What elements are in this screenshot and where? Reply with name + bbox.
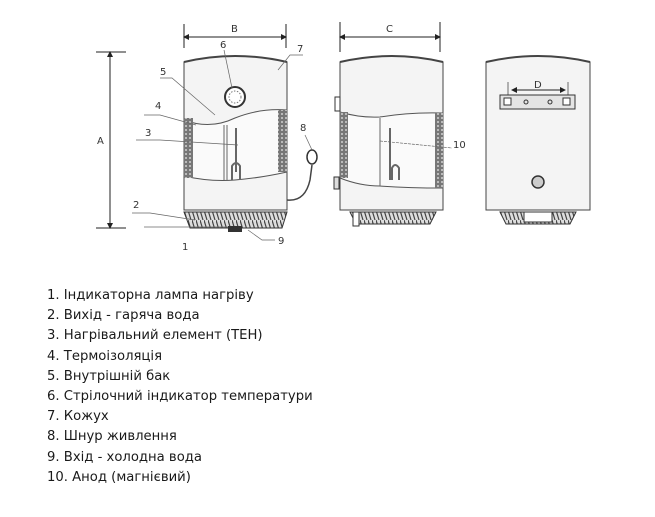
water-heater-diagram: A B 1 2 3 4 5 bbox=[96, 22, 591, 253]
callout-9: 9 bbox=[278, 236, 284, 247]
callout-8: 8 bbox=[300, 123, 306, 134]
dimension-b-label: B bbox=[231, 24, 238, 35]
callout-5: 5 bbox=[160, 67, 166, 78]
callout-2: 2 bbox=[133, 200, 139, 211]
legend-item: 1. Індикаторна лампа нагріву bbox=[47, 288, 254, 303]
dimension-c-label: C bbox=[386, 24, 393, 35]
legend-item: 3. Нагрівальний елемент (ТЕН) bbox=[47, 328, 263, 344]
legend-item: 2. Вихід - гаряча вода bbox=[47, 308, 200, 324]
callout-7: 7 bbox=[297, 44, 303, 55]
legend-item: 10. Анод (магнієвий) bbox=[47, 469, 191, 485]
legend-item: 7. Кожух bbox=[47, 409, 109, 425]
legend-item: 4. Термоізоляція bbox=[47, 348, 163, 364]
dimension-d-label: D bbox=[534, 80, 542, 91]
callout-1: 1 bbox=[182, 242, 188, 253]
parts-legend: 1. Індикаторна лампа нагріву 2. Вихід - … bbox=[47, 286, 313, 488]
dimension-a-label: A bbox=[97, 136, 104, 147]
callout-10: 10 bbox=[453, 140, 466, 151]
back-view: D bbox=[485, 55, 591, 225]
legend-item: 6. Стрілочний індикатор температури bbox=[47, 389, 313, 405]
callout-3: 3 bbox=[145, 128, 151, 139]
front-view: A B 1 2 3 4 5 bbox=[96, 24, 318, 253]
callout-4: 4 bbox=[155, 101, 161, 112]
legend-item: 8. Шнур живлення bbox=[47, 429, 177, 445]
legend-item: 5. Внутрішній бак bbox=[47, 368, 171, 384]
legend-item: 9. Вхід - холодна вода bbox=[47, 449, 202, 465]
callout-6: 6 bbox=[220, 40, 226, 51]
side-view: C 10 bbox=[333, 22, 466, 227]
